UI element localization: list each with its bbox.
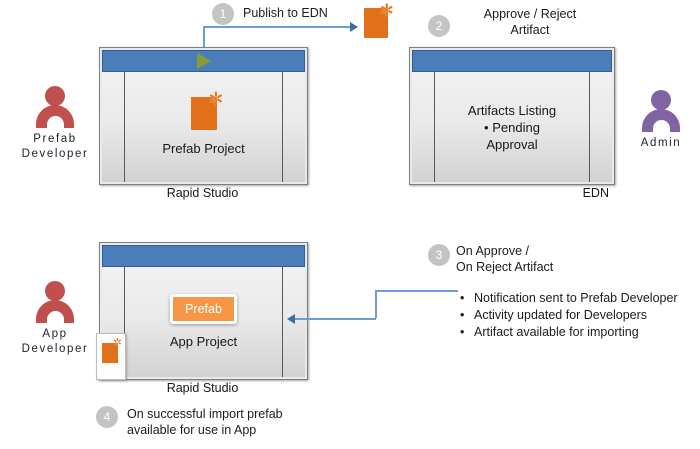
person-body [36,105,74,128]
step-label-3-line1: On Approve / [456,244,529,258]
artifact-doc-icon: ✲ [364,2,394,38]
step-badge-1: 1 [212,3,234,25]
step-label-3-line2: On Reject Artifact [456,260,554,274]
connector-3-top-horizontal [375,290,458,292]
prefab-project-titlebar [102,50,305,72]
artifact-doc-burst-icon: ✲ [112,337,122,349]
app-project-title: App Project [169,334,238,349]
artifact-doc-sheet [364,8,388,38]
connector-1-vertical [203,26,205,58]
connector-3-arrowhead [287,314,295,324]
app-project-center-pane: Prefab App Project [125,267,282,377]
actor-label-line2: Developer [21,148,89,160]
prefab-project-caption: Rapid Studio [166,186,239,200]
prefab-project-window[interactable]: ✲ Prefab Project [99,47,308,185]
edn-bullet-marker: • [484,119,493,135]
person-head [45,86,65,106]
right-pane [283,72,305,182]
artifact-doc-icon: ✲ [102,338,122,363]
edn-bullet-1-text: Pending [492,119,540,135]
edn-center-pane: Artifacts Listing • Pending Approval [435,72,589,182]
outcome-bullet-item: Activity updated for Developers [458,307,690,324]
person-icon [32,281,78,323]
edn-titlebar [412,50,612,72]
step-label-4-line1: On successful import prefab [127,407,283,421]
left-divider [124,72,125,182]
step-badge-3: 3 [428,244,450,266]
artifact-doc-burst-icon: ✲ [379,1,394,20]
step-label-4: On successful import prefab available fo… [127,406,347,438]
artifact-doc-sheet [102,343,118,363]
actor-admin: Admin [618,90,700,151]
edn-bullet-1: • Pending [484,119,540,136]
right-pane [590,72,612,182]
left-pane [412,72,434,182]
left-divider [124,267,125,377]
app-project-titlebar [102,245,305,267]
connector-3-vertical [375,290,377,318]
step-label-4-line2: available for use in App [127,423,257,437]
person-head [651,90,671,110]
left-pane [102,72,124,182]
edn-content-title: Artifacts Listing [467,102,557,118]
right-divider [589,72,590,182]
person-head [45,281,65,301]
actor-prefab-developer: Prefab Developer [12,86,98,162]
actor-label-line1: App [42,328,68,340]
person-icon [32,86,78,128]
person-body [642,109,680,132]
artifact-doc-burst-icon: ✲ [208,89,224,109]
edn-body: Artifacts Listing • Pending Approval [412,72,612,182]
actor-label-line1: Prefab [33,133,77,145]
edn-caption: EDN [582,186,609,200]
app-project-caption: Rapid Studio [166,381,239,395]
artifact-doc-icon: ✲ [190,90,224,130]
app-project-window[interactable]: Prefab App Project [99,242,308,380]
prefab-project-title: Prefab Project [162,141,245,156]
left-divider [434,72,435,182]
prefab-project-center-pane: ✲ Prefab Project [125,72,282,182]
actor-label-line2: Developer [21,343,89,355]
step-label-2-line1: Approve / Reject [483,7,577,21]
connector-1-arrowhead [350,22,358,32]
right-divider [282,72,283,182]
person-icon [638,90,684,132]
step-label-2: Approve / Reject Artifact [455,6,605,38]
app-project-body: Prefab App Project [102,267,305,377]
connector-3-bottom-horizontal [295,318,376,320]
outcome-bullet-item: Notification sent to Prefab Developer [458,290,690,307]
outcome-bullet-item: Artifact available for importing [458,324,690,341]
connector-1-horizontal [203,26,351,28]
actor-app-developer: App Developer [12,281,98,357]
person-body [36,300,74,323]
artifact-doc-sheet [190,97,217,130]
actor-prefab-developer-label: Prefab Developer [12,132,98,162]
actor-app-developer-label: App Developer [12,327,98,357]
step-badge-4: 4 [96,406,118,428]
step-label-3: On Approve / On Reject Artifact [456,243,626,275]
actor-admin-label: Admin [640,137,682,149]
prefab-project-body: ✲ Prefab Project [102,72,305,182]
outcome-bullet-list: Notification sent to Prefab Developer Ac… [458,290,690,341]
prefab-badge: Prefab [170,294,237,324]
right-divider [282,267,283,377]
play-icon[interactable] [196,53,211,69]
step-label-2-line2: Artifact [510,23,550,37]
edn-window[interactable]: Artifacts Listing • Pending Approval [409,47,615,185]
edn-bullet-2-text: Approval [486,136,538,152]
step-label-1: Publish to EDN [243,6,328,20]
step-badge-2: 2 [428,15,450,37]
